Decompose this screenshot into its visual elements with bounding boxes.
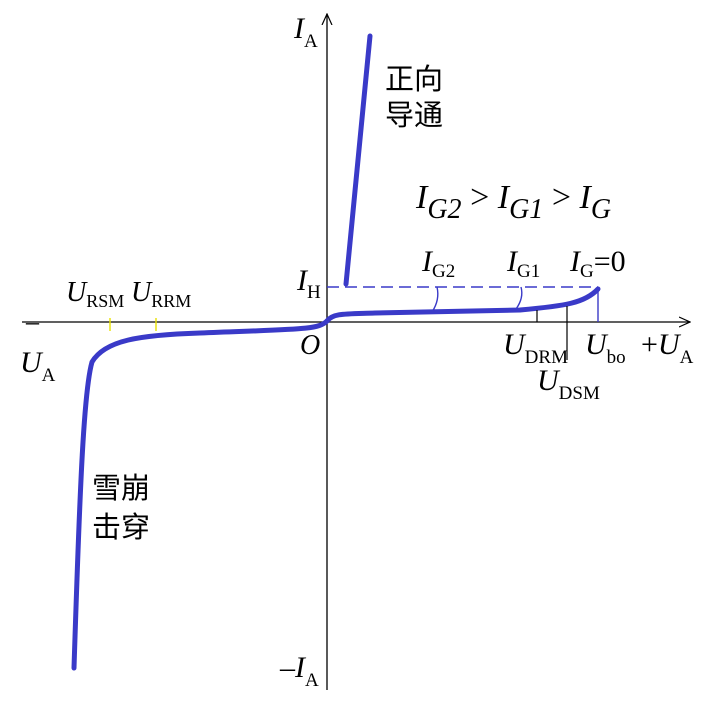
ursm-label: URSM — [66, 277, 124, 311]
origin-label: O — [300, 330, 320, 361]
reverse-blocking-curve — [71, 318, 330, 671]
x-axis-negative-label: UA — [20, 346, 56, 386]
forward-conduction-label-1: 正向 — [385, 62, 443, 96]
forward-conduction-label-2: 导通 — [385, 98, 443, 132]
avalanche-breakdown-label-2: 击穿 — [92, 510, 150, 544]
x-axis-negative-minus: – — [25, 307, 40, 336]
udrm-label: UDRM — [503, 328, 568, 368]
y-axis-label: IA — [293, 12, 318, 52]
udsm-label: UDSM — [537, 364, 600, 404]
ig0-label: IG=0 — [569, 245, 626, 282]
ih-label: IH — [296, 264, 321, 303]
ubo-label: Ubo — [585, 328, 626, 368]
ig2-label: IG2 — [421, 245, 455, 282]
forward-blocking-curve — [324, 286, 601, 324]
ig1-arc — [515, 286, 523, 310]
urrm-label: URRM — [131, 277, 191, 311]
gate-current-relation: IG2 > IG1 > IG — [415, 179, 611, 225]
y-axis-negative-label: –IA — [279, 651, 319, 691]
avalanche-breakdown-label-1: 雪崩 — [92, 471, 150, 505]
x-axis-label: +UA — [641, 328, 694, 368]
ig2-arc — [431, 286, 439, 313]
forward-conduction-line — [343, 33, 373, 287]
ig1-label: IG1 — [506, 245, 540, 282]
